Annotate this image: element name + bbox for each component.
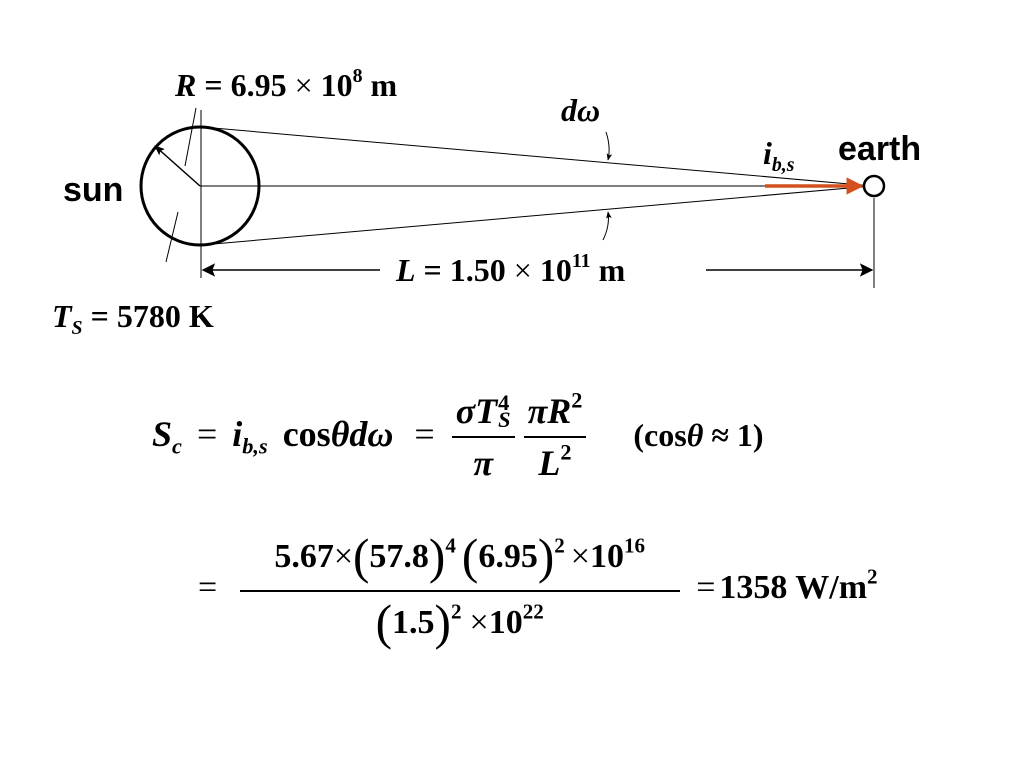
calculation-fraction: 5.67×(57.8)4(6.95)2×1016 (1.5)2×1022 — [239, 529, 680, 650]
upper-ray — [201, 126, 873, 187]
earth-label: earth — [838, 130, 922, 168]
radius-arrow — [154, 145, 201, 187]
sun-label: sun — [63, 171, 124, 209]
temperature-leader-line — [165, 211, 179, 263]
radius-leader-line — [184, 107, 197, 167]
cos-approximation-note: (cosθ ≈ 1) — [633, 416, 764, 453]
earth-circle — [862, 174, 886, 198]
temperature-label: TS = 5780 K — [52, 298, 214, 339]
radius-label: R = 6.95 × 108 m — [175, 65, 398, 103]
intensity-label: ib,s — [763, 135, 795, 176]
solid-angle-fraction: πR2 L2 — [523, 389, 587, 483]
solar-constant-calculation: = 5.67×(57.8)4(6.95)2×1016 (1.5)2×1022 =… — [198, 529, 878, 651]
lower-ray — [201, 185, 873, 246]
d-omega-lower-pointer — [602, 211, 612, 241]
distance-label: L = 1.50 × 1011 m — [392, 251, 630, 286]
d-omega-label: dω — [561, 92, 601, 128]
d-omega-upper-pointer — [605, 131, 613, 161]
